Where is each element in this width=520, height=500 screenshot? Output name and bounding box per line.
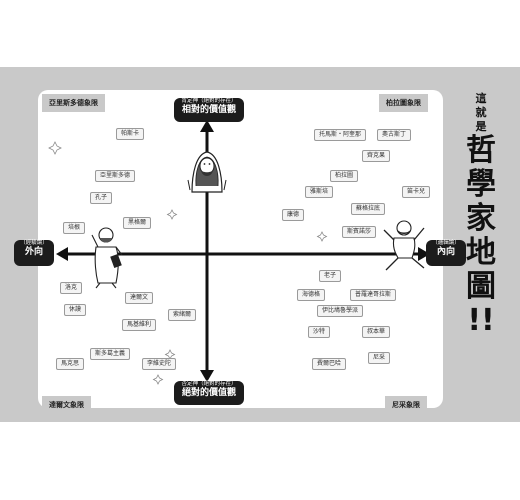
philosopher-tag: 笛卡兒	[402, 186, 431, 198]
philosopher-tag: 沙特	[308, 326, 331, 338]
philosopher-tag: 普羅達哥拉斯	[350, 289, 397, 301]
map-title: 這 就 是 哲 學 家 地 圖 !!	[458, 92, 504, 338]
philosopher-tag: 斯賓諾莎	[342, 226, 377, 238]
philosopher-tag: 黑格爾	[123, 217, 152, 229]
axis-label-left: （經驗論） 外向	[14, 240, 54, 266]
arrow-down-icon	[200, 370, 214, 382]
philosopher-tag: 索緒爾	[168, 309, 197, 321]
axis-right-main: 內向	[436, 247, 455, 257]
philosopher-tag: 奧古斯丁	[377, 129, 412, 141]
philosopher-tag: 叔本華	[362, 326, 391, 338]
philosopher-tag: 海德格	[297, 289, 326, 301]
nietzsche-illustration	[383, 220, 425, 271]
philosopher-tag: 蘇格拉底	[351, 203, 386, 215]
title-small-3: 是	[475, 120, 487, 133]
philosopher-tag: 尼采	[368, 352, 391, 364]
arrow-up-icon	[200, 120, 214, 132]
quadrant-label-top-left: 亞里斯多德象限	[42, 94, 105, 112]
philosopher-tag: 亞里斯多德	[95, 170, 136, 182]
axis-top-sub: 肯定神（絕對的存在）	[181, 98, 237, 104]
aristotle-illustration	[91, 227, 123, 289]
philosopher-tag: 老子	[319, 270, 342, 282]
philosopher-tag: 柏拉圖	[330, 170, 359, 182]
philosopher-tag: 帕斯卡	[116, 128, 145, 140]
axis-left-sub: （經驗論）	[20, 240, 48, 246]
philosopher-tag: 托馬斯・阿奎那	[314, 129, 367, 141]
philosopher-tag: 斯多葛主義	[90, 348, 131, 360]
quadrant-label-bottom-right: 尼采象限	[385, 396, 427, 414]
philosopher-tag: 齊克果	[362, 150, 391, 162]
axis-bottom-sub: 否定神（絕對的存在）	[181, 381, 237, 387]
title-big-3: 家	[466, 201, 496, 236]
philosopher-tag: 雅斯培	[305, 186, 334, 198]
philosopher-tag: 洛克	[60, 282, 83, 294]
axis-label-top: 肯定神（絕對的存在） 相對的價值觀	[174, 98, 244, 122]
philosopher-tag: 休謨	[64, 304, 87, 316]
philosopher-tag: 孔子	[90, 192, 113, 204]
axis-bottom-main: 絕對的價值觀	[181, 388, 236, 398]
philosopher-tag: 馬基維利	[122, 319, 157, 331]
philosopher-tag: 馬克思	[56, 358, 85, 370]
philosopher-tag: 費爾巴哈	[312, 358, 347, 370]
title-small-2: 就	[475, 106, 487, 119]
title-big-2: 學	[466, 167, 496, 202]
axis-label-right: （邏輯論） 內向	[426, 240, 466, 266]
quadrant-label-bottom-left: 達爾文象限	[42, 396, 91, 414]
title-big-1: 哲	[466, 133, 496, 168]
title-small-1: 這	[475, 92, 487, 105]
quadrant-label-top-right: 柏拉圖象限	[379, 94, 428, 112]
jesus-illustration	[187, 151, 227, 193]
axis-label-bottom: 否定神（絕對的存在） 絕對的價值觀	[174, 381, 244, 405]
title-big-6: !!	[467, 303, 495, 338]
philosopher-tag: 培根	[63, 222, 86, 234]
philosopher-tag: 伊比鳩魯學派	[317, 305, 364, 317]
arrow-left-icon	[56, 247, 68, 261]
title-big-4: 地	[466, 235, 496, 270]
philosopher-tag: 康德	[282, 209, 305, 221]
axis-left-main: 外向	[24, 247, 43, 257]
philosopher-tag: 達爾文	[125, 292, 154, 304]
philosopher-tag: 李維史陀	[142, 358, 177, 370]
axis-top-main: 相對的價值觀	[181, 105, 236, 115]
title-big-5: 圖	[466, 269, 496, 304]
axis-right-sub: （邏輯論）	[432, 240, 460, 246]
arrow-right-icon	[418, 247, 430, 261]
